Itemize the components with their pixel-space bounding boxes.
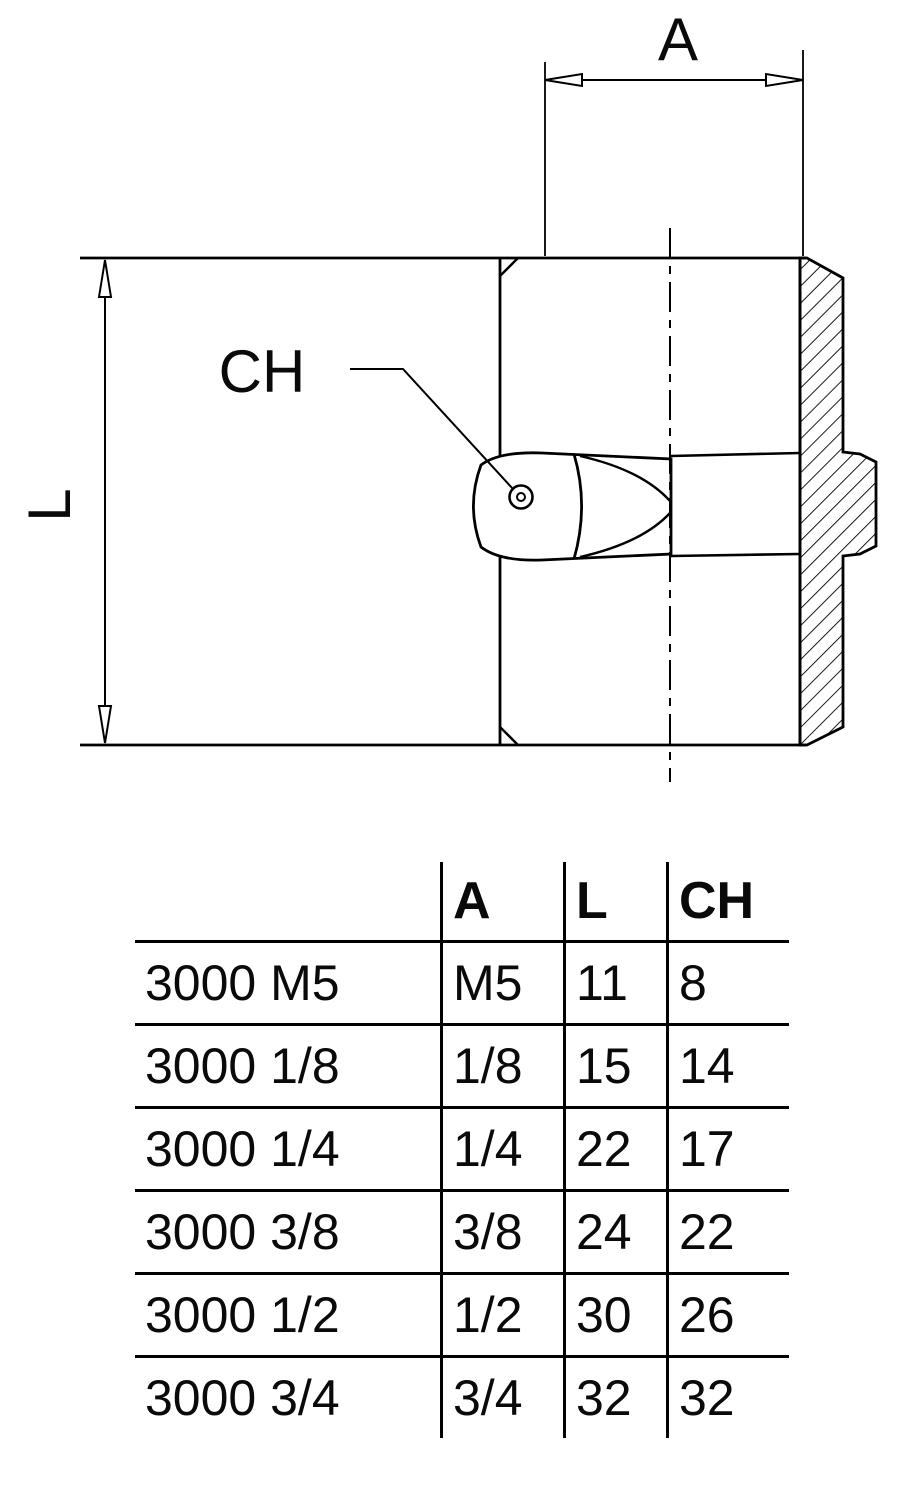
hex-face-arc (572, 453, 583, 560)
cell-ch: 8 (666, 940, 789, 1025)
cell-a: 3/8 (440, 1189, 565, 1274)
cell-ch: 17 (666, 1106, 789, 1191)
cell-a: 1/8 (440, 1023, 565, 1108)
threaded-end (798, 256, 878, 747)
cell-model: 3000 3/4 (135, 1355, 442, 1438)
cell-l: 22 (563, 1106, 668, 1191)
cell-a: M5 (440, 940, 565, 1025)
hex-hole-inner (516, 492, 526, 502)
dimensions-table: A L CH 3000 M5 M5 11 8 3000 1/8 1/8 15 1… (135, 862, 789, 1438)
dim-a-arrow-left (544, 72, 583, 88)
cell-a: 1/2 (440, 1272, 565, 1357)
hex-face-curve-bottom (579, 512, 671, 559)
technical-drawing: A L CH (16, 6, 878, 782)
cell-ch: 32 (666, 1355, 789, 1438)
hex-boss (472, 451, 673, 562)
table-row: 3000 3/4 3/4 32 32 (135, 1355, 789, 1438)
table-row: 3000 3/8 3/8 24 22 (135, 1189, 789, 1274)
dim-l-arrow-top (97, 259, 113, 298)
header-model (135, 862, 442, 942)
hex-face-curve-top (579, 454, 671, 502)
cell-ch: 22 (666, 1189, 789, 1274)
dimension-label-l: L (16, 488, 83, 521)
cell-l: 11 (563, 940, 668, 1025)
cell-model: 3000 M5 (135, 940, 442, 1025)
dimension-label-ch: CH (219, 338, 306, 405)
dimension-label-a: A (658, 6, 698, 73)
dim-a-arrow-right (765, 72, 804, 88)
cell-model: 3000 3/8 (135, 1189, 442, 1274)
body-chamfer-bottom-left (499, 726, 519, 746)
cell-l: 24 (563, 1189, 668, 1274)
cell-ch: 26 (666, 1272, 789, 1357)
table-row: 3000 1/2 1/2 30 26 (135, 1272, 789, 1357)
header-ch: CH (666, 862, 789, 942)
header-l: L (563, 862, 668, 942)
cell-model: 3000 1/2 (135, 1272, 442, 1357)
cell-ch: 14 (666, 1023, 789, 1108)
hex-band-bottom-line (670, 552, 801, 558)
cell-a: 3/4 (440, 1355, 565, 1438)
body-chamfer-top-left (499, 257, 519, 277)
cell-model: 3000 1/4 (135, 1106, 442, 1191)
cell-a: 1/4 (440, 1106, 565, 1191)
table-header-row: A L CH (135, 862, 789, 942)
hex-hole-outer (508, 484, 534, 510)
header-a: A (440, 862, 565, 942)
table-row: 3000 1/8 1/8 15 14 (135, 1023, 789, 1108)
hex-band-top-line (670, 451, 801, 458)
ch-leader-line (350, 368, 514, 490)
dim-l-arrow-bottom (97, 705, 113, 744)
table-row: 3000 1/4 1/4 22 17 (135, 1106, 789, 1191)
cell-model: 3000 1/8 (135, 1023, 442, 1108)
cell-l: 15 (563, 1023, 668, 1108)
cell-l: 32 (563, 1355, 668, 1438)
table-row: 3000 M5 M5 11 8 (135, 940, 789, 1025)
cell-l: 30 (563, 1272, 668, 1357)
